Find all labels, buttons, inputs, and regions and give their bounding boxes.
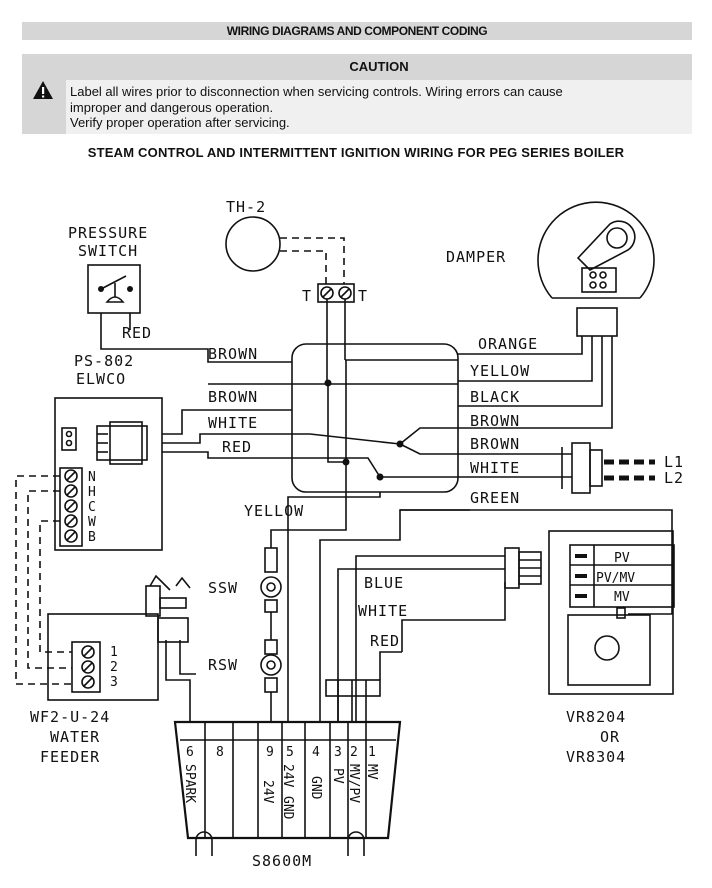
terminal-n: N xyxy=(88,470,96,485)
wf-model-label: WF2-U-24 xyxy=(30,708,110,726)
caution-line-3: Verify proper operation after servicing. xyxy=(70,115,290,130)
wire-red-valve: RED xyxy=(370,632,400,650)
vr-or-label: OR xyxy=(600,728,620,746)
wf-water-label: WATER xyxy=(50,728,100,746)
pin-24v-b: 24V xyxy=(280,764,295,788)
vr8304-label: VR8304 xyxy=(566,748,626,766)
wire-white-valve: WHITE xyxy=(358,602,408,620)
wire-brown-right-2: BROWN xyxy=(470,435,520,453)
vr8204-label: VR8204 xyxy=(566,708,626,726)
rsw-label: RSW xyxy=(208,656,238,674)
wire-brown-right-1: BROWN xyxy=(470,412,520,430)
elwco-terminal-strip xyxy=(59,467,83,547)
th2-label: TH-2 xyxy=(226,198,266,216)
wire-yellow-center: YELLOW xyxy=(244,502,304,520)
l2-label: L2 xyxy=(664,469,684,487)
thermostat-th2 xyxy=(225,216,355,303)
spark-igniter xyxy=(145,574,196,722)
pin-pv: PV xyxy=(330,768,345,784)
terminal-b: B xyxy=(88,530,96,545)
feeder-terminal-2: 2 xyxy=(110,660,118,675)
ps802-elwco xyxy=(54,397,163,551)
caution-heading: CAUTION xyxy=(66,54,692,80)
pin-5: 5 xyxy=(286,745,294,760)
terminal-h: H xyxy=(88,485,96,500)
pin-1: 1 xyxy=(368,745,376,760)
section-header: WIRING DIAGRAMS AND COMPONENT CODING xyxy=(22,22,692,40)
line-plug xyxy=(561,442,603,494)
wire-red-2: RED xyxy=(222,438,252,456)
feeder-terminal-3: 3 xyxy=(110,675,118,690)
wire-white-1: WHITE xyxy=(208,414,258,432)
rsw-switch xyxy=(260,639,282,693)
caution-line-2: improper and dangerous operation. xyxy=(70,99,274,115)
module-connector xyxy=(325,679,381,722)
feeder-terminal-1: 1 xyxy=(110,645,118,660)
ssw-switch xyxy=(260,547,282,613)
damper-label: DAMPER xyxy=(446,248,506,266)
caution-body: Label all wires prior to disconnection w… xyxy=(66,80,692,134)
terminal-t-right: T xyxy=(358,287,368,305)
pin-6: 6 xyxy=(186,745,194,760)
caution-line-1: Label all wires prior to disconnection w… xyxy=(70,84,563,99)
warning-icon xyxy=(33,81,53,99)
diagram-title: STEAM CONTROL AND INTERMITTENT IGNITION … xyxy=(87,145,625,160)
pin-3: 3 xyxy=(334,745,342,760)
ssw-label: SSW xyxy=(208,579,238,597)
wire-blue: BLUE xyxy=(364,574,404,592)
pressure-switch xyxy=(87,264,141,314)
s8600m-module xyxy=(173,720,402,856)
terminal-t-left: T xyxy=(302,287,312,305)
caution-box: CAUTION Label all wires prior to disconn… xyxy=(22,54,692,134)
pin-24v-a: 24V xyxy=(260,780,275,804)
elwco-label: ELWCO xyxy=(76,370,126,388)
wire-white-right: WHITE xyxy=(470,459,520,477)
wire-black: BLACK xyxy=(470,388,520,406)
junction-box xyxy=(291,343,459,493)
terminal-w: W xyxy=(88,515,96,530)
pin-gnd-2: GND xyxy=(308,776,323,800)
terminal-c: C xyxy=(88,500,96,515)
wire-brown-1: BROWN xyxy=(208,345,258,363)
pressure-label: PRESSURE xyxy=(68,224,148,242)
pin-spark-label: SPARK xyxy=(182,764,197,803)
water-feeder xyxy=(47,613,159,701)
gas-valve xyxy=(548,530,675,695)
wire-yellow-right: YELLOW xyxy=(470,362,530,380)
pin-9: 9 xyxy=(266,745,274,760)
ps802-label: PS-802 xyxy=(74,352,134,370)
wf-feeder-label: FEEDER xyxy=(40,748,100,766)
caution-side-panel xyxy=(22,54,66,134)
wire-brown-2: BROWN xyxy=(208,388,258,406)
valve-pv: PV xyxy=(614,551,630,566)
wire-orange: ORANGE xyxy=(478,335,538,353)
wire-red-pressure: RED xyxy=(122,324,152,342)
valve-pvmv: PV/MV xyxy=(596,571,635,586)
pin-mv: MV xyxy=(364,764,379,780)
damper xyxy=(537,201,655,337)
valve-mv: MV xyxy=(614,590,630,605)
pin-mvpv: MV/PV xyxy=(346,764,361,803)
pin-8: 8 xyxy=(216,745,224,760)
pin-4: 4 xyxy=(312,745,320,760)
pin-2: 2 xyxy=(350,745,358,760)
pin-gnd: GND xyxy=(280,796,295,820)
valve-connector xyxy=(504,547,542,589)
l1-label: L1 xyxy=(664,453,684,471)
switch-label: SWITCH xyxy=(78,242,138,260)
caution-text: Label all wires prior to disconnection w… xyxy=(70,84,563,131)
s8600m-label: S8600M xyxy=(252,852,312,870)
wire-green: GREEN xyxy=(470,489,520,507)
